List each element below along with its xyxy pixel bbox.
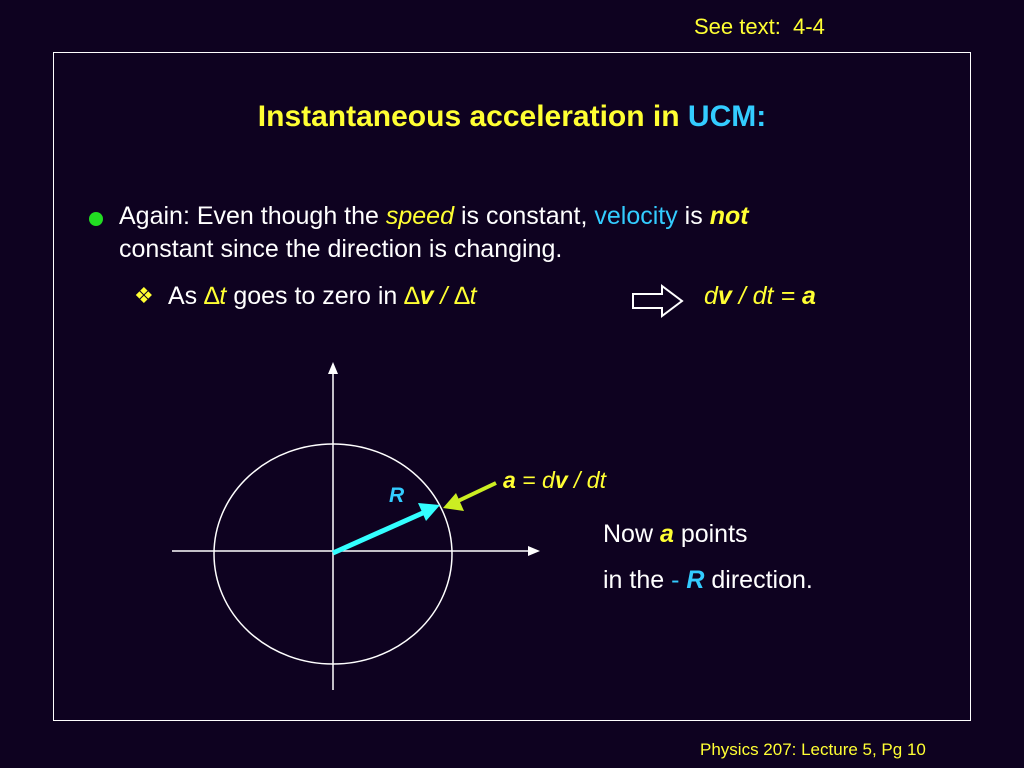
sub-v: v (419, 282, 434, 310)
bullet-line-2: constant since the direction is changing… (119, 235, 563, 263)
acceleration-vector (457, 481, 497, 503)
result-a: a (802, 282, 816, 310)
radius-vector-arrowhead (418, 503, 440, 521)
radius-label: R (389, 484, 405, 507)
implies-arrow-icon (632, 284, 684, 318)
sub-mid: goes to zero in (226, 282, 405, 310)
sub-bullet: As ∆t goes to zero in ∆v / ∆t (168, 282, 477, 311)
bullet-speed: speed (385, 202, 454, 230)
bullet-text-1: Again: Even though the (119, 202, 386, 230)
bullet-text-3: is constant, (454, 202, 595, 230)
acceleration-label: a = dv / dt (503, 467, 606, 494)
diamond-bullet-icon: ❖ (134, 283, 154, 308)
bullet-not: not (709, 202, 749, 230)
circular-path (213, 443, 453, 665)
title-highlight: UCM: (687, 100, 767, 133)
slide-title: Instantaneous acceleration in UCM: (0, 100, 1024, 134)
note-in-the: in the (603, 566, 672, 594)
result-rest: / dt = (731, 282, 802, 310)
bullet-dot-icon (89, 212, 103, 226)
note-line-1: Now a points (603, 520, 748, 549)
sub-delta-2: ∆ (404, 282, 420, 310)
radius-vector (331, 509, 427, 556)
sub-delta-3: ∆ (454, 282, 470, 310)
note-direction: direction. (704, 566, 813, 594)
bullet-line-1: Again: Even though the speed is constant… (119, 202, 749, 231)
acceleration-vector-arrowhead (443, 493, 464, 511)
label-a-a: a (503, 467, 516, 493)
label-a-eq: = d (515, 467, 555, 493)
title-main: Instantaneous acceleration in (257, 100, 688, 133)
note-a: a (659, 520, 674, 548)
note-r: R (686, 566, 705, 594)
sub-delta-1: ∆ (204, 282, 220, 310)
label-a-rest: / dt (567, 467, 606, 493)
bullet-text-5: is (677, 202, 710, 230)
note-points: points (673, 520, 748, 548)
sub-slash: / (433, 282, 455, 310)
sub-as: As (168, 282, 205, 310)
result-d: d (704, 282, 718, 310)
slide-reference: See text: 4-4 (694, 14, 825, 39)
result-v: v (717, 282, 732, 310)
label-a-v: v (554, 467, 568, 493)
note-minus: - (671, 566, 687, 594)
slide-footer: Physics 207: Lecture 5, Pg 10 (700, 740, 926, 759)
bullet-velocity: velocity (594, 202, 678, 230)
result-equation: dv / dt = a (704, 282, 816, 311)
sub-t2: t (469, 282, 477, 310)
x-axis-arrowhead (528, 546, 540, 556)
sub-t: t (219, 282, 227, 310)
slide-frame (53, 52, 971, 721)
y-axis-arrowhead (328, 362, 338, 374)
note-now: Now (603, 520, 660, 548)
note-line-2: in the - R direction. (603, 566, 813, 595)
